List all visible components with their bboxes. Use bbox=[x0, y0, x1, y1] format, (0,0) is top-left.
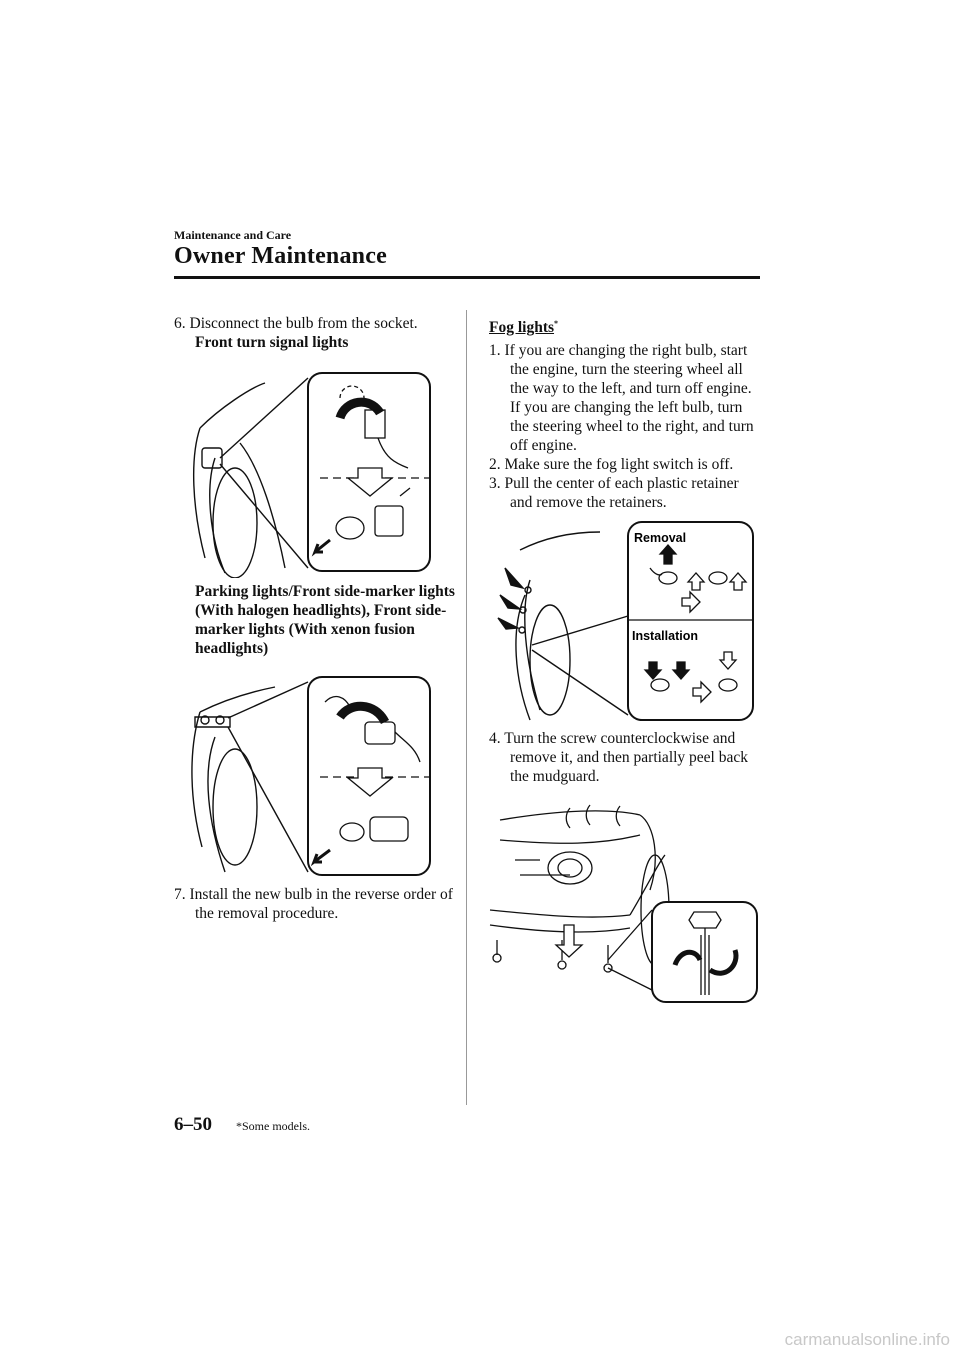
left-column-top: 6. Disconnect the bulb from the socket. … bbox=[174, 314, 444, 352]
parking-light-illustration bbox=[180, 672, 440, 882]
page-number: 6–50 bbox=[174, 1114, 212, 1135]
fog-lights-heading: Fog lights* bbox=[489, 314, 763, 337]
parking-label-block: Parking lights/Front side-marker lights … bbox=[195, 582, 455, 658]
section-label: Maintenance and Care bbox=[174, 228, 292, 242]
step-4: 4. Turn the screw counterclockwise and r… bbox=[489, 730, 749, 785]
left-column-bottom: 7. Install the new bulb in the reverse o… bbox=[174, 885, 456, 923]
step-3: 3. Pull the center of each plastic retai… bbox=[489, 475, 739, 512]
step-6: 6. Disconnect the bulb from the socket. bbox=[174, 315, 418, 332]
title-rule bbox=[174, 276, 760, 279]
footnote: *Some models. bbox=[236, 1119, 310, 1133]
watermark: carmanualsonline.info bbox=[784, 1330, 950, 1349]
front-turn-label: Front turn signal lights bbox=[195, 334, 349, 351]
front-turn-illustration bbox=[180, 368, 440, 578]
column-divider bbox=[466, 310, 467, 1105]
step-7: 7. Install the new bulb in the reverse o… bbox=[174, 886, 453, 922]
step-2: 2. Make sure the fog light switch is off… bbox=[489, 456, 734, 474]
removal-label: Removal bbox=[634, 531, 686, 545]
retainer-illustration: Removal Installation bbox=[490, 520, 760, 725]
page-title: Owner Maintenance bbox=[174, 243, 387, 269]
right-column-top: Fog lights* 1. If you are changing the r… bbox=[489, 314, 763, 512]
installation-label: Installation bbox=[632, 629, 698, 643]
fog-lights-title: Fog lights bbox=[489, 319, 555, 337]
parking-label: Parking lights/Front side-marker lights … bbox=[195, 583, 455, 657]
some-models-mark: * bbox=[554, 319, 559, 328]
mudguard-illustration bbox=[480, 800, 765, 1008]
right-column-bottom: 4. Turn the screw counterclockwise and r… bbox=[489, 729, 763, 786]
step-1: 1. If you are changing the right bulb, s… bbox=[489, 342, 754, 455]
